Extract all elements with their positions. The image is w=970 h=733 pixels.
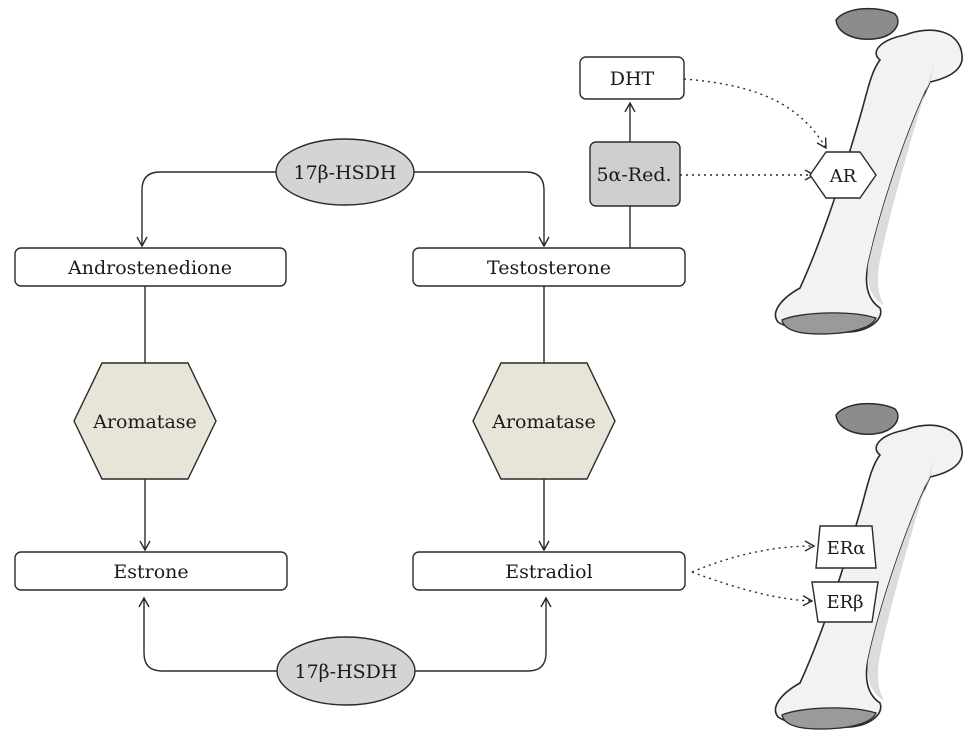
dotted-arrow-estradiol-to-er-beta <box>691 571 814 607</box>
estradiol-label: Estradiol <box>505 561 592 583</box>
aromatase-right-label: Aromatase <box>491 411 596 433</box>
androstenedione-node: Androstenedione <box>14 247 287 287</box>
ar-receptor: AR <box>809 151 877 199</box>
estrone-node: Estrone <box>14 551 288 591</box>
dht-node: DHT <box>579 56 685 100</box>
femur-bone-bottom <box>774 402 963 730</box>
arrow-hsdh-to-estrone <box>138 596 278 672</box>
er-beta-label: ERβ <box>826 592 863 613</box>
testosterone-node: Testosterone <box>412 247 686 287</box>
5a-reductase-node: 5α-Red. <box>589 141 681 207</box>
dht-label: DHT <box>610 68 655 90</box>
er-beta-receptor: ERβ <box>811 581 879 623</box>
er-alpha-label: ERα <box>827 538 866 559</box>
ar-label: AR <box>829 166 857 187</box>
dotted-arrow-estradiol-to-er-alpha <box>691 540 816 573</box>
hsdh-top-label: 17β-HSDH <box>294 162 397 184</box>
5a-reductase-label: 5α-Red. <box>596 164 671 186</box>
dotted-arrow-dht-to-ar <box>683 78 827 150</box>
estrone-label: Estrone <box>113 561 188 583</box>
testosterone-label: Testosterone <box>487 257 611 279</box>
arrow-hsdh-to-androstenedione <box>136 171 276 248</box>
er-alpha-receptor: ERα <box>815 525 877 569</box>
hsdh-bottom-node: 17β-HSDH <box>276 636 416 706</box>
aromatase-left-node: Aromatase <box>73 362 217 480</box>
aromatase-left-label: Aromatase <box>92 411 197 433</box>
hsdh-bottom-label: 17β-HSDH <box>295 661 398 683</box>
arrow-hsdh-to-testosterone <box>414 171 550 248</box>
aromatase-right-node: Aromatase <box>472 362 616 480</box>
androstenedione-label: Androstenedione <box>67 257 232 279</box>
hsdh-top-node: 17β-HSDH <box>275 138 415 206</box>
arrow-hsdh-to-estradiol <box>414 596 552 672</box>
estradiol-node: Estradiol <box>412 551 686 591</box>
